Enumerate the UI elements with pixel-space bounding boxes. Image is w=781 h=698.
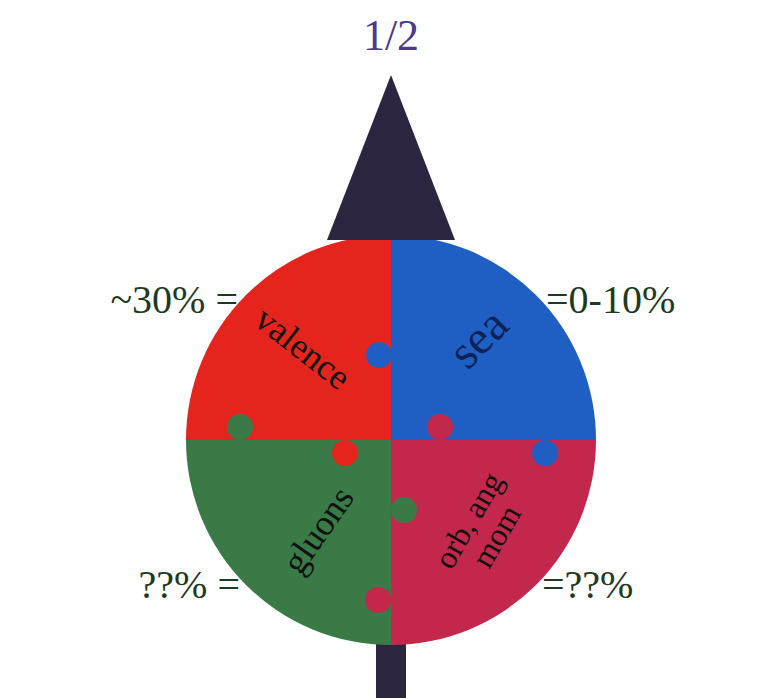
sea-quadrant xyxy=(391,235,596,440)
puzzle-tab xyxy=(391,497,417,523)
puzzle-tab xyxy=(366,342,392,368)
puzzle-tab xyxy=(532,440,558,466)
puzzle-tab xyxy=(332,440,358,466)
puzzle-tab xyxy=(427,414,453,440)
gluon-quadrant xyxy=(186,440,391,645)
percentage-label: ??% = xyxy=(139,565,240,605)
percentage-label: =??% xyxy=(542,565,633,605)
spin-value: 1/2 xyxy=(363,14,419,58)
percentage-label: =0-10% xyxy=(546,280,675,320)
puzzle-tab xyxy=(365,587,391,613)
arrow-head xyxy=(327,75,455,240)
puzzle-tab xyxy=(227,414,253,440)
percentage-label: ~30% = xyxy=(110,280,238,320)
valence-quadrant xyxy=(186,235,391,440)
orbital-quadrant xyxy=(391,440,596,645)
